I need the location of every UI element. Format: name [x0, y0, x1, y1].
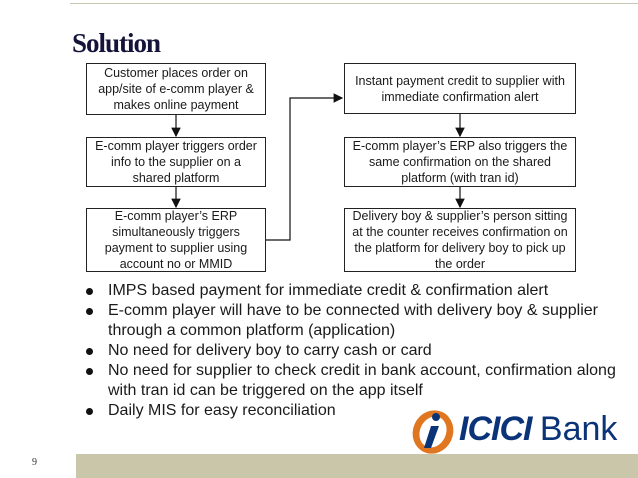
icici-emblem-icon	[412, 410, 454, 454]
flow-step-right-1: Instant payment credit to supplier with …	[344, 63, 576, 114]
bullet-item: No need for supplier to check credit in …	[82, 361, 622, 401]
bullet-text: Daily MIS for easy reconciliation	[108, 402, 336, 419]
bullet-list: IMPS based payment for immediate credit …	[82, 281, 622, 421]
icici-bank-logo: ICICI Bank	[409, 404, 631, 456]
bullet-item: IMPS based payment for immediate credit …	[82, 281, 622, 301]
flow-step-left-1: Customer places order on app/site of e-c…	[86, 63, 266, 115]
logo-bank-text: Bank	[539, 410, 618, 448]
bullet-dot-icon	[86, 308, 93, 315]
bullet-dot-icon	[86, 368, 93, 375]
bullet-dot-icon	[86, 288, 93, 295]
page-number: 9	[32, 457, 37, 468]
bullet-text: IMPS based payment for immediate credit …	[108, 282, 549, 299]
bullet-text: E-comm player will have to be connected …	[108, 302, 599, 339]
footer-bar	[76, 454, 638, 478]
bullet-item: Daily MIS for easy reconciliation	[82, 401, 622, 421]
flow-step-right-2: E-comm player’s ERP also triggers the sa…	[344, 137, 576, 187]
bullet-item: No need for delivery boy to carry cash o…	[82, 341, 622, 361]
logo-brand-text: ICICI	[459, 410, 532, 448]
header-rule	[70, 0, 638, 20]
flow-step-right-3: Delivery boy & supplier’s person sitting…	[344, 208, 576, 272]
flow-step-left-3: E-comm player’s ERP simultaneously trigg…	[86, 208, 266, 272]
arrow-left-3-to-right-1	[265, 93, 344, 241]
flow-step-left-2: E-comm player triggers order info to the…	[86, 137, 266, 187]
slide-title: Solution	[72, 28, 161, 58]
bullet-text: No need for delivery boy to carry cash o…	[108, 342, 432, 359]
bullet-item: E-comm player will have to be connected …	[82, 301, 622, 341]
bullet-text: No need for supplier to check credit in …	[108, 362, 616, 399]
bullet-dot-icon	[86, 348, 93, 355]
logo-wordmark: ICICI Bank	[459, 410, 617, 449]
bullet-dot-icon	[86, 408, 93, 415]
